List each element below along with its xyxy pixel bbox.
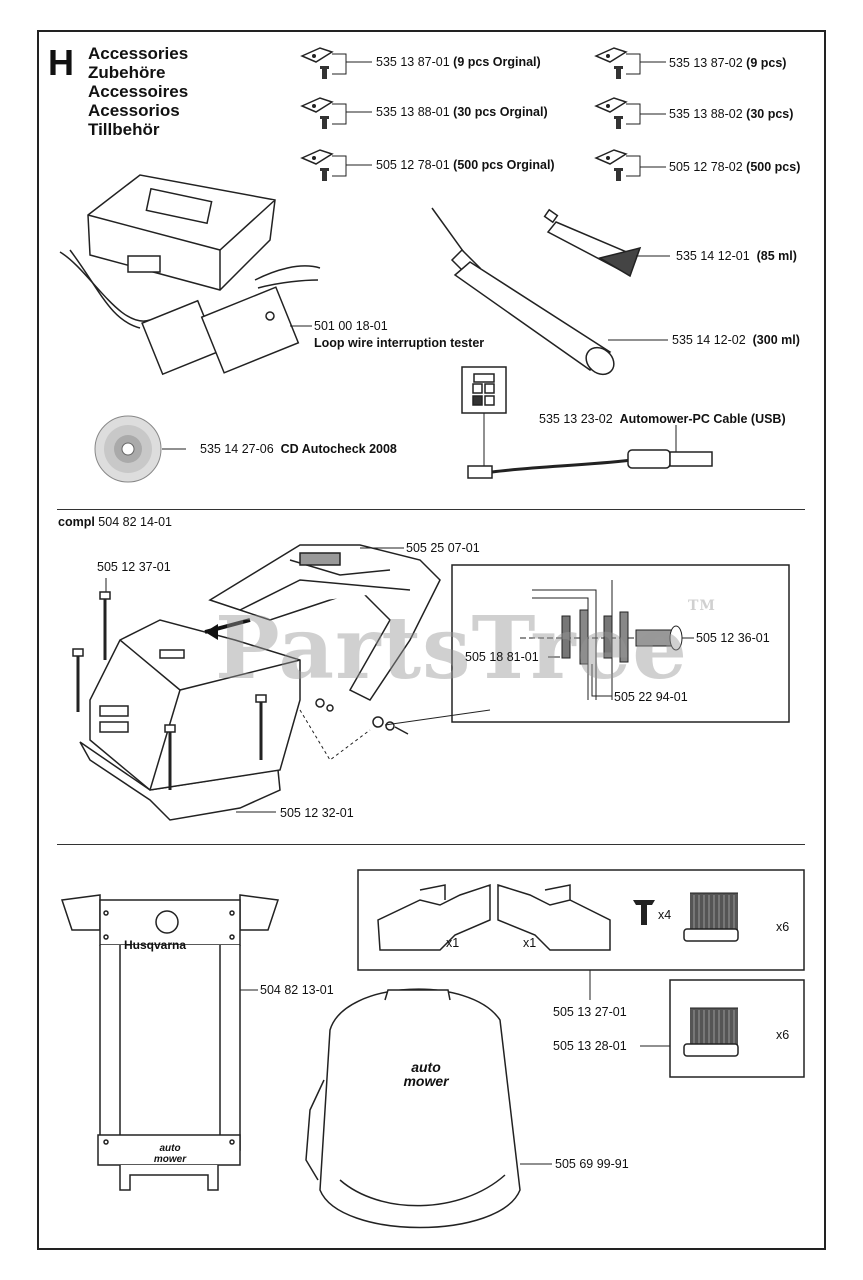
cartridge-icon (431, 207, 615, 376)
blade-label: 535 13 88-02 (30 pcs) (669, 107, 794, 121)
backpack-icon (305, 988, 521, 1229)
garage-compl-label: compl 504 82 14-01 (58, 515, 172, 529)
screw-icon (633, 900, 655, 925)
base-plate-icon (61, 894, 279, 1191)
connector-icon (461, 366, 507, 414)
usb-cable-icon (467, 449, 713, 479)
plate-part: 505 22 94-01 (614, 690, 688, 704)
tube-icon (543, 208, 642, 278)
grease-label: 535 14 12-01 (85 ml) (676, 249, 797, 263)
cable-label: 535 13 23-02 Automower-PC Cable (USB) (539, 412, 786, 426)
bracket-icon (497, 883, 611, 951)
bag-part: 505 69 99-91 (555, 1157, 629, 1171)
bag-logo: auto mower (403, 1059, 449, 1089)
tester-case-icon (59, 174, 321, 376)
plate-logo: auto mower (153, 1143, 187, 1165)
grease-label: 535 14 12-02 (300 ml) (672, 333, 800, 347)
page-frame (37, 30, 826, 1250)
cd-label: 535 14 27-06 CD Autocheck 2008 (200, 442, 397, 456)
qty-label: x1 (446, 936, 460, 950)
title-de: Zubehöre (88, 63, 166, 82)
qty-label: x1 (523, 936, 537, 950)
garage-icon (72, 544, 441, 821)
tester-part: 501 00 18-01 (314, 319, 388, 333)
kit-box (357, 869, 805, 971)
bracket-icon (377, 883, 491, 951)
title-fr: Accessoires (88, 82, 189, 101)
qty-label: x6 (776, 920, 790, 934)
blade-label: 535 13 88-01 (30 pcs Orginal) (376, 105, 548, 119)
blade-label: 535 13 87-01 (9 pcs Orginal) (376, 55, 541, 69)
brush-icon (683, 1007, 739, 1057)
blade-icon (595, 97, 627, 130)
title-es: Acessorios (88, 101, 180, 120)
title-en: Accessories (88, 44, 189, 63)
brand-label: Husqvarna (124, 938, 187, 952)
section-divider (57, 509, 805, 510)
blade-icon (595, 149, 627, 182)
detail-box (451, 564, 790, 723)
bolt-part: 505 12 36-01 (696, 631, 770, 645)
blade-label: 535 13 87-02 (9 pcs) (669, 56, 787, 70)
cd-icon (94, 415, 162, 483)
plate-part: 504 82 13-01 (260, 983, 334, 997)
brush-icon (683, 892, 739, 942)
qty-label: x4 (658, 908, 672, 922)
blade-icon (301, 97, 333, 130)
brush-part: 505 13 28-01 (553, 1039, 627, 1053)
blade-label: 505 12 78-01 (500 pcs Orginal) (376, 158, 555, 172)
detail-drawing (520, 580, 694, 700)
section-letter: H (48, 42, 74, 83)
kit-part: 505 13 27-01 (553, 1005, 627, 1019)
blade-icon (595, 47, 627, 80)
blade-icon (301, 47, 333, 80)
title-sv: Tillbehör (88, 120, 160, 139)
qty-label: x6 (776, 1028, 790, 1042)
section-titles: Accessories Zubehöre Accessoires Acessor… (88, 44, 188, 139)
blade-icon (301, 149, 333, 182)
blade-label: 505 12 78-02 (500 pcs) (669, 160, 801, 174)
base-part: 505 12 32-01 (280, 806, 354, 820)
brush-box (669, 979, 805, 1078)
tester-desc: Loop wire interruption tester (314, 336, 485, 350)
section-divider (57, 844, 805, 845)
washer-part: 505 18 81-01 (465, 650, 539, 664)
screw-part: 505 12 37-01 (97, 560, 171, 574)
watermark: PartsTreeTM (215, 598, 716, 699)
roof-part: 505 25 07-01 (406, 541, 480, 555)
